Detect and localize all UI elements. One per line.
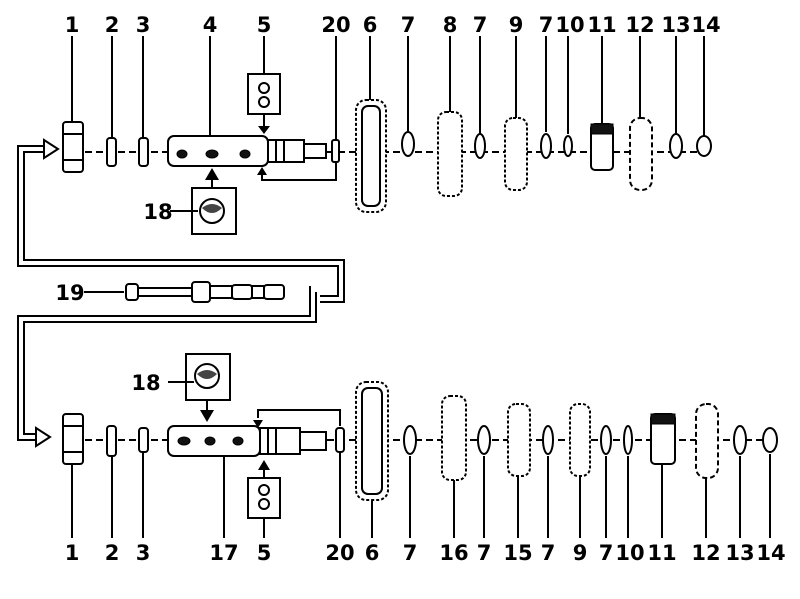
part-bushing-11-top [590,123,614,171]
part-ring-10-top [563,135,573,157]
part-gear-15 [507,403,531,477]
label-top-1: 1 [65,13,80,37]
label-bottom-7c: 7 [541,541,556,565]
bottom-leader-lines [71,452,771,538]
bottom-snap-ring-bracket [257,409,341,426]
label-bottom-6: 6 [365,541,380,565]
top-shaft-assembly: 1 2 3 4 5 20 6 7 8 7 9 7 10 11 12 13 14 … [62,13,721,235]
label-bottom-7b: 7 [477,541,492,565]
bottom-part-labels: 1 2 3 17 5 20 6 7 16 7 15 7 9 7 10 11 12… [65,541,786,565]
label-top-7a: 7 [401,13,416,37]
part-gear-6-bottom [355,381,389,501]
part-gear-9-top [504,117,528,191]
label-bottom-10: 10 [615,541,644,565]
part-washer-7c-top [540,133,552,159]
top-part-labels: 1 2 3 4 5 20 6 7 8 7 9 7 10 11 12 13 14 … [65,13,721,224]
part-sprocket-12-bottom [695,403,719,479]
label-top-7c: 7 [539,13,554,37]
part-washer-7b-top [474,133,486,159]
part-nut-bottom [62,413,84,465]
part-washer-7b-bottom [477,425,491,455]
label-top-7b: 7 [473,13,488,37]
label-bottom-9: 9 [573,541,588,565]
bottom-shaft-assembly: 18 [62,353,786,565]
part-washer-7a-top [401,131,415,157]
part-sprocket-12-top [629,117,653,191]
part-snap-ring-20-top [257,139,340,181]
part-washer-3-top [138,137,149,167]
label-bottom-7a: 7 [403,541,418,565]
assembly-connector-lines [17,138,345,448]
part-balls-inset-top [247,73,281,134]
label-bottom-12: 12 [691,541,720,565]
label-top-3: 3 [136,13,151,37]
label-top-4: 4 [203,13,218,37]
part-gear-16 [441,395,467,481]
label-bottom-2: 2 [105,541,120,565]
label-top-6: 6 [363,13,378,37]
part-washer-2-bottom [106,425,117,457]
part-shaft-4 [167,135,327,167]
label-bottom-20: 20 [325,541,354,565]
part-gear-6-top [355,99,387,213]
part-selector-shaft-19: 19 [55,281,285,305]
label-bottom-13: 13 [725,541,754,565]
label-top-2: 2 [105,13,120,37]
label-top-5: 5 [257,13,272,37]
part-gear-8-top [437,111,463,197]
part-washer-2-top [106,137,117,167]
part-washer-3-bottom [138,427,149,453]
part-bushing-11-bottom [650,413,676,465]
label-19: 19 [55,281,84,305]
part-cap-14-bottom [762,427,778,453]
part-nut-top [62,121,84,173]
label-bottom-7d: 7 [599,541,614,565]
part-washer-7a-bottom [403,425,417,455]
part-washer-7c-bottom [542,425,554,455]
part-ring-10-bottom [623,425,633,455]
top-leader-lines [71,36,705,140]
label-bottom-5: 5 [257,541,272,565]
label-top-18: 18 [143,200,172,224]
label-top-13: 13 [661,13,690,37]
label-top-8: 8 [443,13,458,37]
label-bottom-3: 3 [136,541,151,565]
label-top-9: 9 [509,13,524,37]
part-washer-7d-bottom [600,425,612,455]
part-bearing-inset-top [170,168,237,235]
label-top-14: 14 [691,13,720,37]
label-bottom-18: 18 [131,371,160,395]
label-bottom-16: 16 [439,541,468,565]
label-bottom-17: 17 [209,541,238,565]
part-washer-13-bottom [733,425,747,455]
label-top-11: 11 [587,13,616,37]
part-washer-13-top [669,133,683,159]
part-snap-ring-20-bottom [335,427,345,453]
part-cap-14-top [696,135,712,157]
label-bottom-15: 15 [503,541,532,565]
part-balls-inset-bottom [247,460,281,519]
label-bottom-14: 14 [756,541,785,565]
label-bottom-1: 1 [65,541,80,565]
part-bearing-inset-bottom: 18 [131,353,231,422]
label-bottom-11: 11 [647,541,676,565]
part-gear-9-bottom [569,403,591,477]
label-top-10: 10 [555,13,584,37]
part-shaft-17 [167,425,327,457]
label-top-12: 12 [625,13,654,37]
label-top-20: 20 [321,13,350,37]
